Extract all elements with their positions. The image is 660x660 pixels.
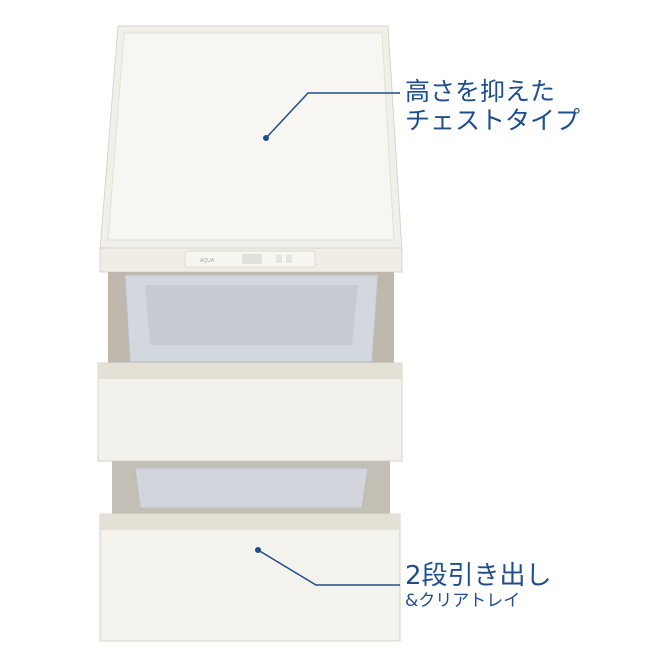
leader-dot-top: [263, 135, 269, 141]
panel-logo: AQUA: [200, 258, 215, 264]
lower-drawer-front[interactable]: [99, 513, 401, 642]
panel-display: [242, 254, 262, 264]
clear-tray: [134, 467, 369, 509]
annotation-chest-type: 高さを抑えた チェストタイプ: [405, 77, 581, 136]
annotation-drawers: 2段引き出し &クリアトレイ: [405, 561, 552, 611]
panel-button[interactable]: [286, 255, 292, 263]
panel-button[interactable]: [276, 255, 282, 263]
annotation-line: 2段引き出し: [405, 561, 552, 591]
upper-basket-floor: [145, 285, 358, 345]
top-panel: [107, 32, 395, 241]
lower-drawer-handle[interactable]: [100, 514, 400, 530]
annotation-line: 高さを抑えた: [405, 77, 556, 106]
leader-dot-bottom: [255, 547, 261, 553]
annotation-line: &クリアトレイ: [405, 590, 521, 611]
leader-line-top: [265, 92, 400, 139]
leader-line-bottom: [257, 549, 400, 586]
upper-drawer-handle[interactable]: [98, 363, 402, 379]
upper-drawer-front[interactable]: [97, 362, 403, 462]
annotation-line: チェストタイプ: [405, 105, 581, 135]
